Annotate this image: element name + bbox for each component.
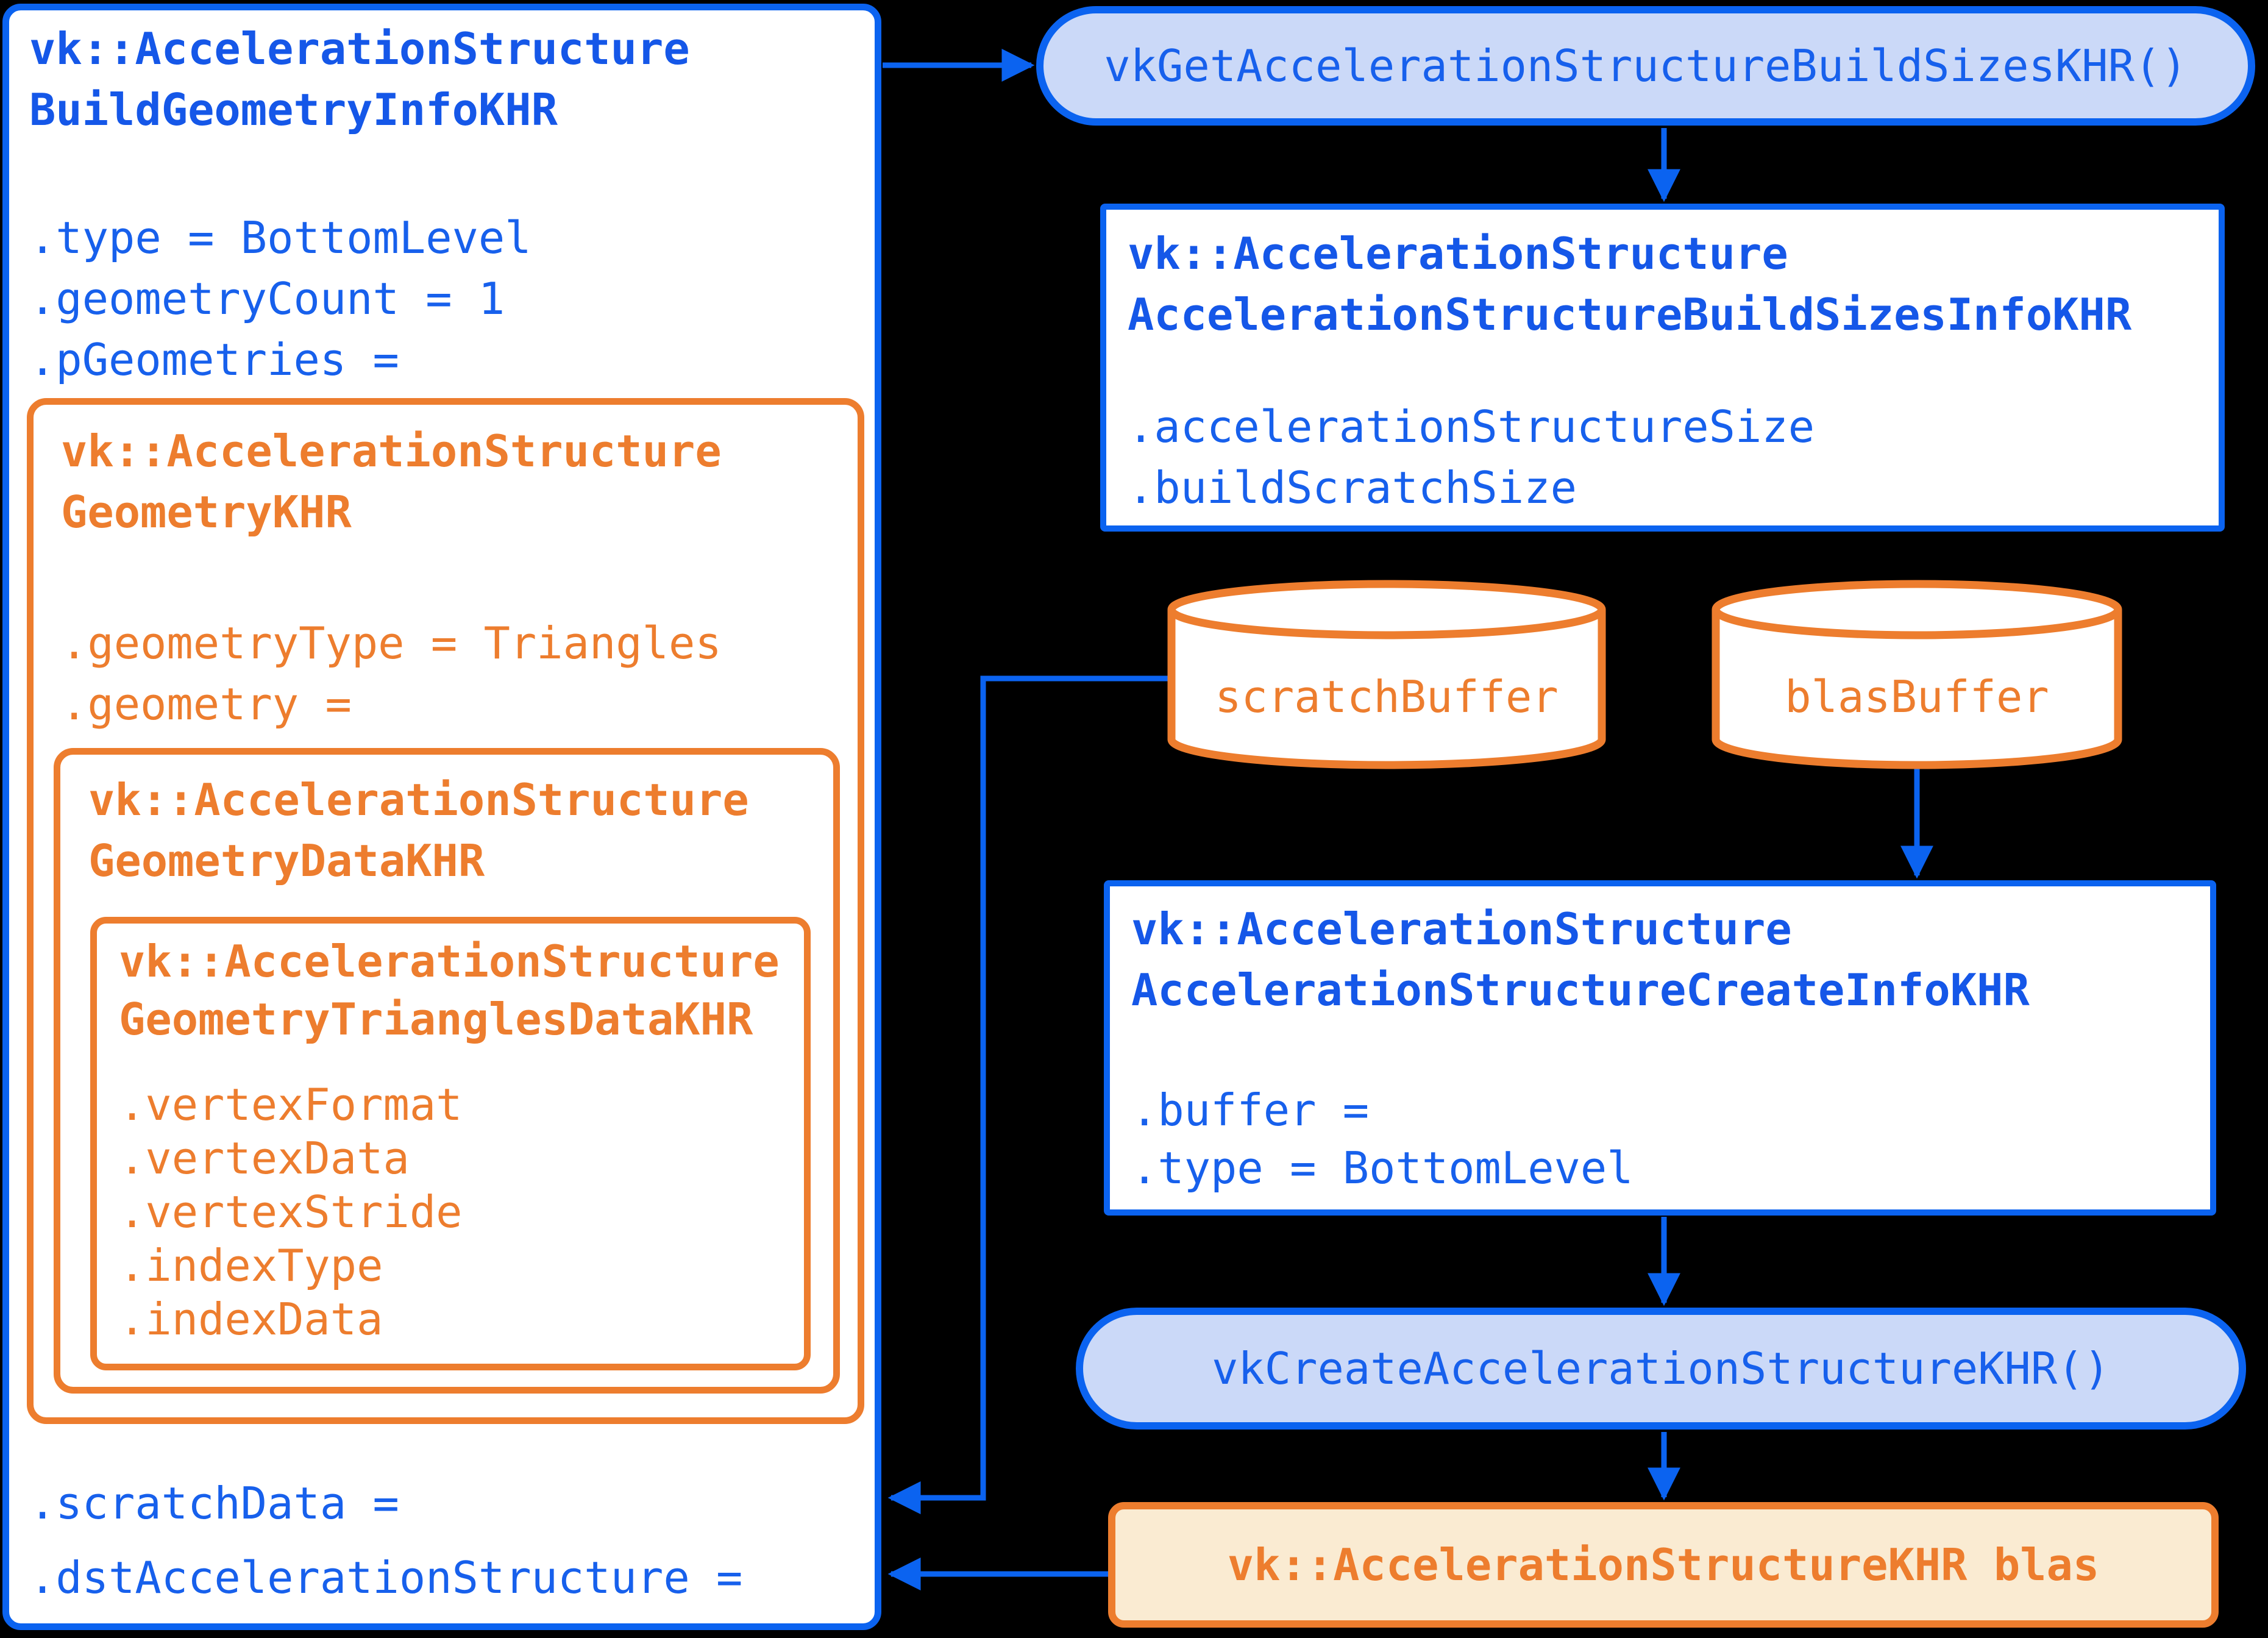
- geometry-triangles-data-title: vk::AccelerationStructure GeometryTriang…: [119, 936, 780, 1045]
- geometry-title: vk::AccelerationStructure GeometryKHR: [61, 426, 722, 538]
- create-info-title: vk::AccelerationStructure AccelerationSt…: [1131, 903, 2030, 1016]
- arrow-scratchbuffer-to-scratchdata: [887, 675, 1171, 1514]
- build-geometry-fields: .type = BottomLevel .geometryCount = 1 .…: [29, 212, 531, 385]
- build-sizes-info-fields: .accelerationStructureSize .buildScratch…: [1128, 401, 1815, 513]
- geometry-box: vk::AccelerationStructure GeometryKHR .g…: [27, 398, 864, 1424]
- build-geometry-footer-fields: .scratchData = .dstAccelerationStructure…: [29, 1478, 743, 1603]
- build-geometry-title: vk::AccelerationStructure BuildGeometryI…: [29, 23, 690, 135]
- blas-result-box: vk::AccelerationStructureKHR blas: [1108, 1502, 2219, 1628]
- create-info-box: vk::AccelerationStructure AccelerationSt…: [1104, 880, 2216, 1216]
- create-acceleration-structure-pill: vkCreateAccelerationStructureKHR(): [1076, 1308, 2246, 1430]
- scratch-buffer-label-wrap: scratchBuffer: [1171, 669, 1602, 724]
- geometry-data-title: vk::AccelerationStructure GeometryDataKH…: [88, 774, 749, 886]
- get-build-sizes-pill: vkGetAccelerationStructureBuildSizesKHR(…: [1036, 6, 2255, 126]
- blas-result-label: vk::AccelerationStructureKHR blas: [1227, 1539, 2100, 1590]
- blas-buffer-cylinder: [1712, 580, 2122, 769]
- get-build-sizes-pill-label: vkGetAccelerationStructureBuildSizesKHR(…: [1104, 40, 2188, 91]
- blas-buffer-label-wrap: blasBuffer: [1716, 669, 2118, 724]
- geometry-fields: .geometryType = Triangles .geometry =: [61, 618, 722, 730]
- build-sizes-info-title: vk::AccelerationStructure AccelerationSt…: [1128, 228, 2132, 340]
- geometry-data-box: vk::AccelerationStructure GeometryDataKH…: [54, 748, 840, 1394]
- create-info-fields: .buffer = .type = BottomLevel: [1131, 1084, 1633, 1194]
- scratch-buffer-cylinder: [1167, 580, 1606, 769]
- scratch-buffer-label: scratchBuffer: [1215, 671, 1559, 722]
- geometry-triangles-data-box: vk::AccelerationStructure GeometryTriang…: [90, 917, 811, 1370]
- build-sizes-info-box: vk::AccelerationStructure AccelerationSt…: [1100, 204, 2225, 532]
- create-acceleration-structure-pill-label: vkCreateAccelerationStructureKHR(): [1212, 1343, 2110, 1394]
- geometry-triangles-data-fields: .vertexFormat .vertexData .vertexStride …: [119, 1079, 463, 1345]
- build-geometry-info-box: vk::AccelerationStructure BuildGeometryI…: [2, 4, 881, 1630]
- blas-buffer-label: blasBuffer: [1785, 671, 2049, 722]
